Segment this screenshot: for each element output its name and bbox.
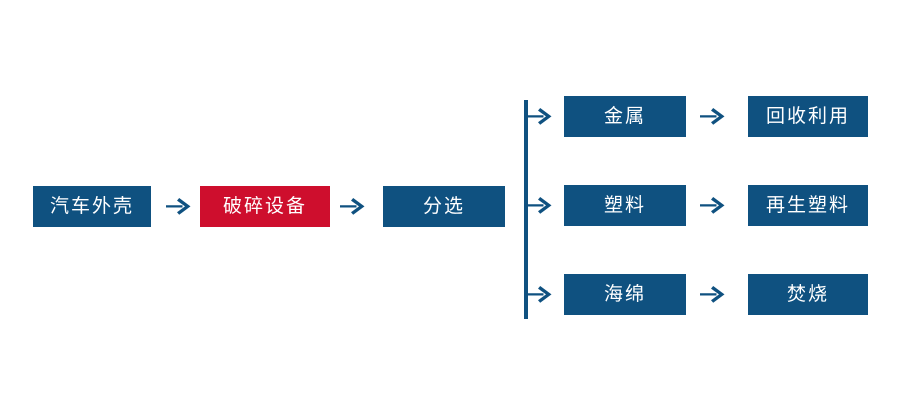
node-sponge[interactable]: 海绵 [564, 274, 686, 315]
arrow-right-icon-crusher-to-sorting [340, 196, 366, 218]
branch-arrow-right-icon-plastic [527, 195, 553, 217]
node-label: 破碎设备 [222, 195, 307, 217]
node-label: 回收利用 [765, 105, 850, 127]
arrow-right-icon-shell-to-crusher [166, 196, 192, 218]
node-plastic[interactable]: 塑料 [564, 185, 686, 226]
arrow-right-icon-sponge-to-incineration [700, 284, 726, 306]
node-crushing-equipment[interactable]: 破碎设备 [200, 186, 330, 227]
node-label: 塑料 [603, 194, 646, 216]
node-label: 海绵 [603, 283, 646, 305]
node-regenerated-plastic[interactable]: 再生塑料 [748, 185, 868, 226]
arrow-right-icon-plastic-to-regenerated [700, 195, 726, 217]
branch-arrow-right-icon-metal [527, 106, 553, 128]
node-label: 分选 [422, 195, 465, 217]
branch-distribution-bus [524, 100, 528, 319]
branch-arrow-right-icon-sponge [527, 284, 553, 306]
node-sorting[interactable]: 分选 [383, 186, 505, 227]
node-vehicle-shell[interactable]: 汽车外壳 [33, 186, 151, 227]
node-recycling-reuse[interactable]: 回收利用 [748, 96, 868, 137]
node-incineration[interactable]: 焚烧 [748, 274, 868, 315]
node-label: 再生塑料 [765, 194, 850, 216]
node-label: 汽车外壳 [49, 195, 134, 217]
node-label: 金属 [603, 105, 646, 127]
node-metal[interactable]: 金属 [564, 96, 686, 137]
node-label: 焚烧 [786, 283, 829, 305]
arrow-right-icon-metal-to-recycle [700, 106, 726, 128]
